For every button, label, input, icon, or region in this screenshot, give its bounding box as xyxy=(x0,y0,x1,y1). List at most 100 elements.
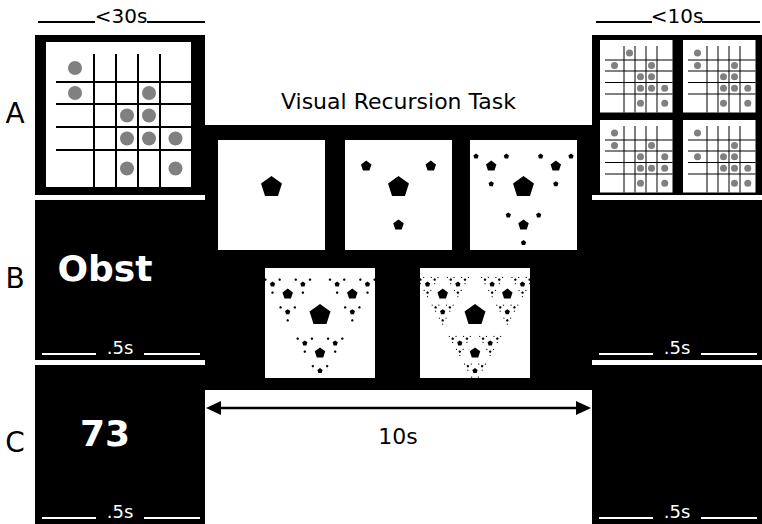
grid-line xyxy=(688,60,756,61)
bracket-line xyxy=(42,353,96,355)
pentagon xyxy=(319,378,322,380)
pentagon xyxy=(474,383,475,384)
grid-dot xyxy=(142,86,156,100)
grid-dot xyxy=(731,180,738,187)
grid-dot xyxy=(611,62,618,69)
timing-bracket xyxy=(38,21,760,23)
pentagon xyxy=(442,324,443,325)
pentagon xyxy=(538,154,543,159)
pentagon xyxy=(518,290,519,291)
fractal-image xyxy=(416,268,533,384)
duration-label: <30s xyxy=(95,4,148,28)
grid-line xyxy=(688,174,756,175)
pentagon xyxy=(498,278,501,280)
grid-line xyxy=(605,162,673,163)
image-background xyxy=(218,140,325,250)
grid-dot xyxy=(648,73,655,80)
pentagon xyxy=(454,290,455,291)
pentagon xyxy=(366,291,369,293)
grid-line xyxy=(624,126,625,193)
grid-dot xyxy=(637,100,644,107)
pentagon xyxy=(528,278,531,280)
stimulus-panel xyxy=(35,35,205,195)
grid-dot xyxy=(720,165,727,172)
pentagon xyxy=(471,363,472,364)
pentagon xyxy=(505,309,510,314)
grid-dot xyxy=(661,180,668,187)
pentagon xyxy=(343,278,346,280)
pentagon xyxy=(420,283,421,284)
grid-line xyxy=(635,126,636,193)
pentagon xyxy=(437,289,447,299)
pentagon xyxy=(496,304,497,305)
pentagon xyxy=(431,277,432,278)
pentagon xyxy=(419,278,422,280)
pentagon xyxy=(296,337,299,339)
pentagon xyxy=(350,309,355,314)
pentagon xyxy=(513,176,534,196)
duration-arrow xyxy=(206,401,591,415)
grid-dot xyxy=(120,162,134,176)
duration-label: <10s xyxy=(651,4,704,28)
pentagon xyxy=(471,376,472,377)
grid-line xyxy=(159,54,161,187)
grid-line xyxy=(657,126,658,193)
grid-line xyxy=(56,103,191,105)
pentagon xyxy=(441,319,444,321)
grid-dot xyxy=(120,132,134,146)
pentagon xyxy=(488,340,493,345)
grid-line xyxy=(688,94,756,95)
pentagon xyxy=(300,282,305,287)
task-panel: Visual Recursion Task xyxy=(205,125,592,390)
pentagon xyxy=(485,363,486,364)
pentagon xyxy=(507,324,508,325)
pentagon xyxy=(489,181,494,186)
grid-line xyxy=(657,46,658,113)
pentagon xyxy=(453,277,454,278)
pentagon xyxy=(425,282,430,287)
grid-line xyxy=(688,162,756,163)
grid-dot xyxy=(637,85,644,92)
pentagon xyxy=(520,282,525,287)
pentagon xyxy=(344,306,347,308)
pentagon xyxy=(434,306,437,308)
fractal-stimuli xyxy=(218,140,577,384)
bracket-line xyxy=(702,21,760,23)
pentagon xyxy=(503,318,504,319)
grid-dot xyxy=(744,100,751,107)
pentagon xyxy=(373,278,376,280)
pentagon xyxy=(351,319,354,321)
pentagon xyxy=(302,340,307,345)
bracket-line xyxy=(596,21,652,23)
grid-dot xyxy=(648,85,655,92)
grid-line xyxy=(688,71,756,72)
pentagon xyxy=(518,220,528,230)
pentagon xyxy=(526,277,527,278)
pentagon xyxy=(468,277,469,278)
pentagon xyxy=(359,278,362,280)
grid-dot xyxy=(731,142,738,149)
pentagon xyxy=(329,278,332,280)
grid-dot xyxy=(648,165,655,172)
pentagon xyxy=(437,277,438,278)
image-background xyxy=(265,268,375,378)
pentagon xyxy=(416,277,417,278)
pentagon xyxy=(435,311,436,312)
bracket-line xyxy=(599,517,653,519)
pentagon xyxy=(434,283,435,284)
pentagon xyxy=(456,349,457,350)
pentagon xyxy=(365,282,370,287)
pentagon xyxy=(504,154,509,159)
pentagon xyxy=(493,349,494,350)
pentagon xyxy=(482,342,483,343)
pentagon xyxy=(285,309,290,314)
image-background xyxy=(345,140,452,250)
pentagon xyxy=(446,304,447,305)
pentagon xyxy=(463,349,464,350)
pentagon xyxy=(315,348,325,358)
bracket-line xyxy=(144,353,200,355)
pentagon xyxy=(489,350,492,352)
bracket-line xyxy=(38,21,95,23)
grid-line xyxy=(740,46,741,113)
